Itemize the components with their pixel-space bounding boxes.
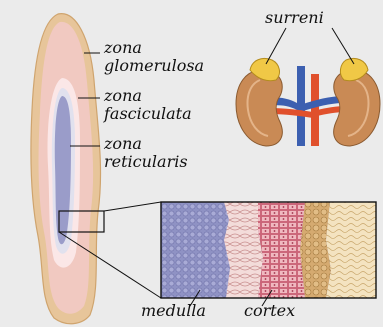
zoom-connector-top — [104, 202, 161, 211]
gland-cross-section — [31, 14, 101, 324]
label-medulla: medulla — [141, 303, 206, 319]
kidneys-illustration — [236, 58, 380, 146]
label-surreni: surreni — [265, 10, 324, 26]
magnified-tissue-panel — [161, 202, 376, 298]
pointer-surreni-right — [332, 28, 354, 64]
label-cortex: cortex — [244, 303, 295, 319]
label-zona-reticularis-2: reticularis — [104, 154, 188, 170]
label-zona-glomerulosa-1: zona — [104, 40, 142, 56]
label-zona-fasciculata-1: zona — [104, 88, 142, 104]
label-zona-fasciculata-2: fasciculata — [104, 106, 192, 122]
pointer-surreni-left — [266, 28, 286, 64]
label-zona-reticularis-1: zona — [104, 136, 142, 152]
label-zona-glomerulosa-2: glomerulosa — [104, 58, 204, 74]
